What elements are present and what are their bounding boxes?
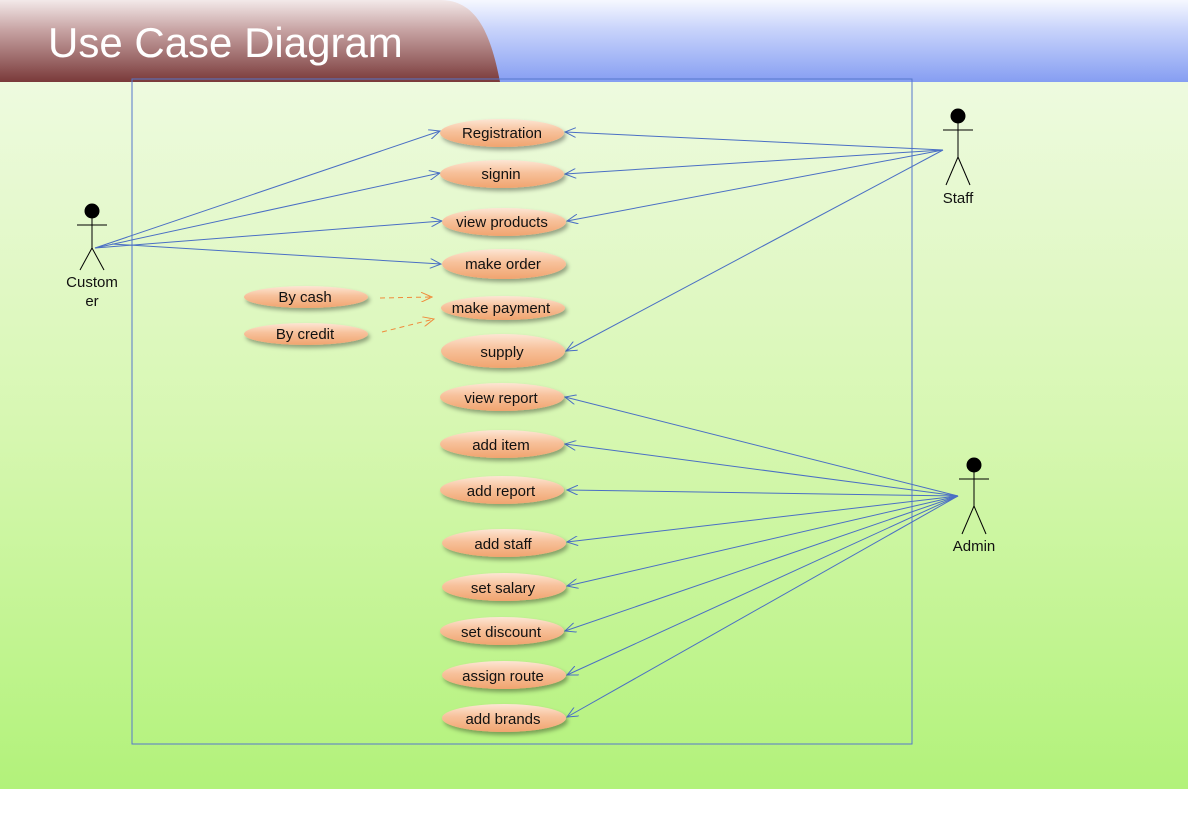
stick-figure-icon xyxy=(959,457,989,535)
usecase-set-discount[interactable]: set discount xyxy=(440,617,564,645)
system-boundary xyxy=(131,78,913,745)
staff-associations xyxy=(565,132,944,351)
usecase-make-payment[interactable]: make payment xyxy=(441,296,565,320)
usecase-set-discount-label: set discount xyxy=(461,624,542,641)
usecase-signin-label: signin xyxy=(481,166,520,183)
usecase-registration[interactable]: Registration xyxy=(440,119,564,147)
actor-staff-label: Staff xyxy=(943,190,974,207)
customer-associations xyxy=(94,131,442,264)
usecase-by-cash[interactable]: By cash xyxy=(244,286,368,308)
title-tab xyxy=(0,0,500,82)
assoc-admin-view-report xyxy=(565,397,959,497)
assoc-admin-add-brands xyxy=(567,495,959,717)
actor-customer-label-line1: Custom xyxy=(66,274,118,291)
usecase-signin[interactable]: signin xyxy=(440,160,564,188)
assoc-staff-view-products xyxy=(567,149,944,221)
admin-associations xyxy=(565,397,959,717)
usecase-add-brands-label: add brands xyxy=(465,711,540,728)
usecase-set-salary[interactable]: set salary xyxy=(442,573,566,601)
usecase-view-products-label: view products xyxy=(456,214,548,231)
usecase-add-brands[interactable]: add brands xyxy=(442,704,566,732)
actor-staff[interactable]: Staff xyxy=(943,108,974,207)
assoc-admin-add-staff xyxy=(567,495,959,542)
usecase-assign-route[interactable]: assign route xyxy=(442,661,566,689)
assoc-admin-set-salary xyxy=(567,495,959,586)
assoc-admin-add-report xyxy=(567,490,959,497)
use-cases: Registration signin view products make o… xyxy=(244,119,566,732)
assoc-admin-add-item xyxy=(565,444,959,497)
usecase-view-report-label: view report xyxy=(464,390,538,407)
actor-admin[interactable]: Admin xyxy=(953,457,996,555)
usecase-set-salary-label: set salary xyxy=(471,580,536,597)
stick-figure-icon xyxy=(943,108,973,186)
usecase-registration-label: Registration xyxy=(462,125,542,142)
usecase-view-products[interactable]: view products xyxy=(442,208,566,236)
usecase-view-report[interactable]: view report xyxy=(440,383,564,411)
assoc-customer-registration xyxy=(94,131,440,249)
usecase-add-item-label: add item xyxy=(472,437,530,454)
usecase-assign-route-label: assign route xyxy=(462,668,544,685)
assoc-staff-supply xyxy=(566,149,944,351)
assoc-customer-view-products xyxy=(94,221,442,249)
actor-admin-label: Admin xyxy=(953,538,996,555)
usecase-make-order-label: make order xyxy=(465,256,541,273)
assoc-admin-assign-route xyxy=(567,495,959,675)
assoc-staff-signin xyxy=(565,149,944,174)
assoc-customer-make-order xyxy=(111,243,441,264)
usecase-supply[interactable]: supply xyxy=(441,334,565,368)
page-title: Use Case Diagram xyxy=(48,19,403,66)
stick-figure-icon xyxy=(77,203,107,271)
assoc-admin-set-discount xyxy=(565,495,959,631)
usecase-add-staff[interactable]: add staff xyxy=(442,529,566,557)
usecase-make-order[interactable]: make order xyxy=(442,249,566,279)
actor-customer[interactable]: Custom er xyxy=(66,203,118,310)
usecase-by-cash-label: By cash xyxy=(278,289,331,306)
canvas-background xyxy=(0,82,1188,789)
assoc-customer-signin xyxy=(94,173,440,249)
assoc-staff-registration xyxy=(565,132,944,151)
usecase-by-credit[interactable]: By credit xyxy=(244,323,368,345)
actor-customer-label-line2: er xyxy=(85,293,98,310)
usecase-add-item[interactable]: add item xyxy=(440,430,564,458)
usecase-add-staff-label: add staff xyxy=(474,536,532,553)
usecase-make-payment-label: make payment xyxy=(452,300,551,317)
usecase-supply-label: supply xyxy=(480,344,524,361)
usecase-add-report[interactable]: add report xyxy=(440,476,564,504)
usecase-by-credit-label: By credit xyxy=(276,326,335,343)
usecase-add-report-label: add report xyxy=(467,483,536,500)
